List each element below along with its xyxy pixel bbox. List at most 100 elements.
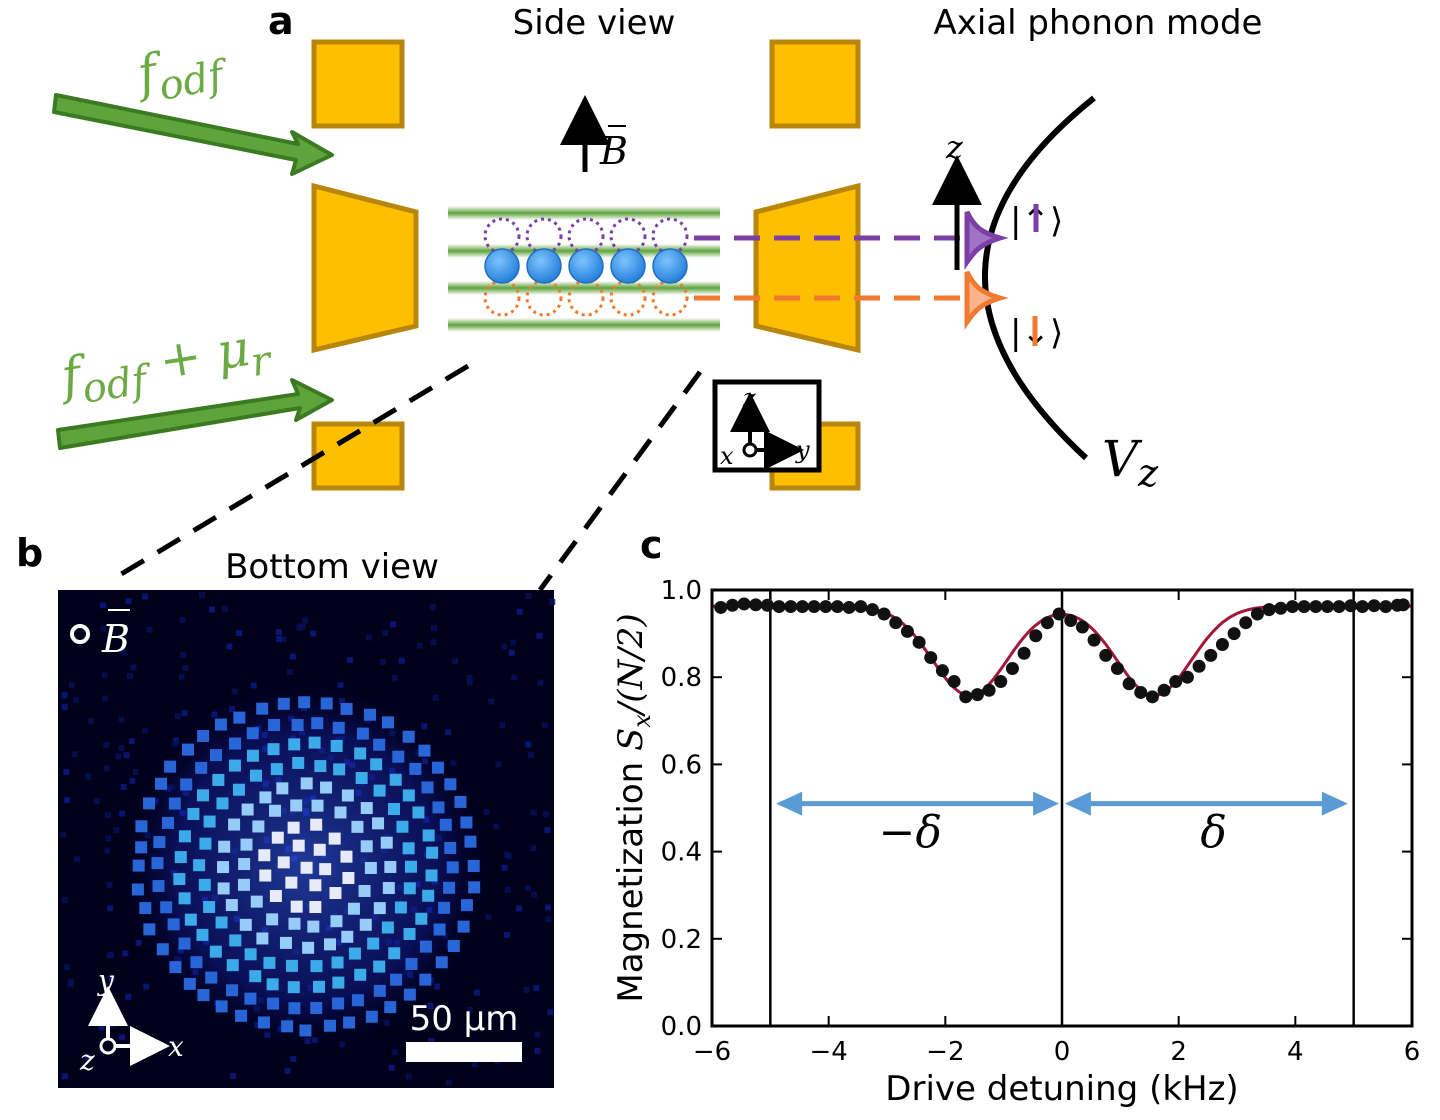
crystal-ion <box>209 945 222 958</box>
beam-top-arrow <box>52 93 334 176</box>
noise-pixel <box>120 783 127 790</box>
projection-left <box>106 363 470 585</box>
axis-box-y: y <box>795 436 810 464</box>
data-point <box>1227 627 1241 641</box>
noise-pixel <box>122 950 129 957</box>
noise-pixel <box>388 1064 395 1071</box>
crystal-ion <box>402 730 415 743</box>
noise-pixel <box>63 797 70 804</box>
x-tick-label: 6 <box>1404 1037 1421 1067</box>
projection-right <box>537 370 703 592</box>
noise-pixel <box>229 1072 236 1079</box>
crystal-ion <box>364 861 377 874</box>
crystal-ion <box>388 947 401 960</box>
crystal-ion <box>443 881 456 894</box>
crystal-ion <box>183 977 196 990</box>
data-point <box>982 683 996 697</box>
b-field-out-of-page <box>70 624 90 644</box>
crystal-ion <box>373 784 386 797</box>
noise-pixel <box>310 630 317 637</box>
svg-text:B: B <box>599 129 628 173</box>
crystal-ion <box>246 727 259 740</box>
crystal-ion <box>433 923 446 936</box>
crystal-ion <box>276 782 289 795</box>
data-point <box>1192 659 1206 673</box>
data-point <box>1379 600 1393 614</box>
crystal-ion <box>309 879 322 892</box>
noise-pixel <box>289 653 296 660</box>
data-point <box>1274 601 1288 615</box>
data-point <box>842 600 856 614</box>
crystal-ion <box>299 1024 312 1037</box>
noise-pixel <box>286 669 293 676</box>
crystal-ion <box>354 968 367 981</box>
crystal-ion <box>190 956 203 969</box>
noise-pixel <box>505 853 512 860</box>
data-point <box>749 598 763 612</box>
crystal-ion <box>239 918 252 931</box>
x-tick-label: 2 <box>1170 1037 1187 1067</box>
crystal-ion <box>277 856 290 869</box>
y-tick-label: 0.8 <box>661 663 702 693</box>
crystal-ion <box>340 702 353 715</box>
crystal-ion <box>187 807 200 820</box>
crystal-ion <box>258 849 271 862</box>
panel-a-label: a <box>268 0 294 43</box>
crystal-ion <box>394 901 407 914</box>
crystal-ion <box>263 956 276 969</box>
crystal-ion <box>155 777 168 790</box>
crystal-ion <box>412 806 425 819</box>
noise-pixel <box>84 1054 91 1061</box>
noise-pixel <box>523 986 530 993</box>
noise-pixel <box>142 727 149 734</box>
crystal-ion <box>292 839 305 852</box>
crystal-ion <box>402 842 415 855</box>
b-field-label: B <box>599 129 628 173</box>
crystal-ion <box>426 846 439 859</box>
crystal-ion <box>215 1000 228 1013</box>
y-tick-label: 0.6 <box>661 750 702 780</box>
data-point <box>1017 646 1031 660</box>
beam-top-sub: odf <box>155 51 233 110</box>
data-point <box>1396 598 1410 612</box>
noise-pixel <box>516 608 523 615</box>
noise-pixel <box>60 831 67 838</box>
noise-pixel <box>104 847 111 854</box>
noise-pixel <box>71 751 78 758</box>
data-point <box>1332 600 1346 614</box>
noise-pixel <box>109 1021 116 1028</box>
noise-pixel <box>146 626 153 633</box>
noise-pixel <box>100 625 107 632</box>
noise-pixel <box>545 904 552 911</box>
crystal-ion <box>360 802 373 815</box>
crystal-ion <box>310 960 323 973</box>
crystal-ion <box>174 851 187 864</box>
crystal-ion <box>460 816 473 829</box>
crystal-ion <box>267 997 280 1010</box>
crystal-ion <box>132 859 145 872</box>
crystal-ion <box>266 978 279 991</box>
crystal-ion <box>269 890 282 903</box>
crystal-ion <box>288 1002 301 1015</box>
crystal-ion <box>178 892 191 905</box>
noise-pixel <box>528 751 535 758</box>
crystal-ion <box>246 749 259 762</box>
noise-pixel <box>495 761 502 768</box>
noise-pixel <box>103 742 110 749</box>
crystal-ion <box>252 820 265 833</box>
noise-pixel <box>467 1006 474 1013</box>
crystal-ion <box>205 971 218 984</box>
crystal-ion <box>313 980 326 993</box>
noise-pixel <box>180 652 187 659</box>
y-label-tail: /(N/2) <box>611 613 651 717</box>
data-point <box>1309 600 1323 614</box>
noise-pixel <box>85 773 92 780</box>
crystal-ion <box>298 696 311 709</box>
crystal-ion <box>215 916 228 929</box>
noise-pixel <box>430 624 437 631</box>
crystal-ion <box>384 860 397 873</box>
panel-c-label: c <box>640 523 663 567</box>
noise-pixel <box>226 643 233 650</box>
crystal-ion <box>249 970 262 983</box>
